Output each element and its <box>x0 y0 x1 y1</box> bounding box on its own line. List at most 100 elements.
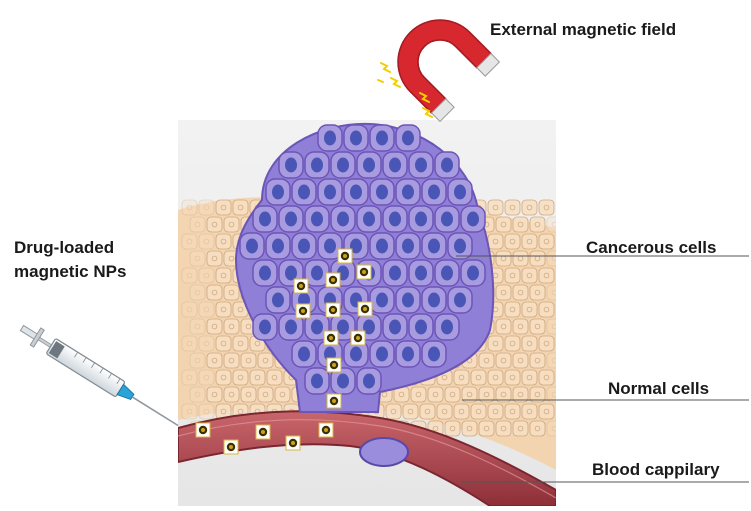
nanoparticle-icon <box>294 279 308 293</box>
normal-cell <box>241 387 256 402</box>
nanoparticle-icon <box>324 331 338 345</box>
cancer-cell <box>344 179 368 205</box>
normal-cell <box>258 353 273 368</box>
cancer-cell <box>370 287 394 313</box>
cancer-cell <box>383 152 407 178</box>
normal-cell <box>471 370 486 385</box>
cancer-cell <box>279 206 303 232</box>
normal-cell <box>190 251 205 266</box>
normal-cell <box>496 251 511 266</box>
normal-cell <box>462 421 477 436</box>
normal-cell <box>513 251 528 266</box>
normal-cell <box>199 234 214 249</box>
normal-cell <box>471 404 486 419</box>
normal-cell <box>207 387 222 402</box>
normal-cell <box>216 336 231 351</box>
normal-cell <box>182 234 197 249</box>
label-drug-loaded-nps: Drug-loaded magnetic NPs <box>14 236 126 284</box>
cancer-cell <box>266 179 290 205</box>
normal-cell <box>182 200 197 215</box>
label-normal-cells: Normal cells <box>608 377 709 401</box>
cancer-cell <box>383 314 407 340</box>
normal-cell <box>182 302 197 317</box>
normal-cell <box>522 200 537 215</box>
normal-cell <box>496 285 511 300</box>
cancer-cell <box>370 125 394 151</box>
normal-cell <box>199 200 214 215</box>
label-drug-line1: Drug-loaded <box>14 236 126 260</box>
nanoparticle-icon <box>224 440 238 454</box>
cancer-cell <box>383 260 407 286</box>
cancer-cell <box>292 341 316 367</box>
normal-cell <box>488 370 503 385</box>
cancer-cell <box>435 314 459 340</box>
normal-cell <box>547 251 562 266</box>
normal-cell <box>411 387 426 402</box>
normal-cell <box>403 404 418 419</box>
cancer-cell <box>305 260 329 286</box>
normal-cell <box>224 387 239 402</box>
normal-cell <box>190 387 205 402</box>
cancer-cell <box>279 152 303 178</box>
normal-cell <box>547 285 562 300</box>
normal-cell <box>488 200 503 215</box>
cancer-cell <box>292 233 316 259</box>
cancer-cell <box>448 233 472 259</box>
cancer-cell <box>318 179 342 205</box>
normal-cell <box>496 353 511 368</box>
normal-cell <box>224 217 239 232</box>
normal-cell <box>488 336 503 351</box>
nanoparticle-icon <box>357 265 371 279</box>
normal-cell <box>207 217 222 232</box>
normal-cell <box>539 268 554 283</box>
normal-cell <box>530 319 545 334</box>
normal-cell <box>539 370 554 385</box>
cancer-cell <box>396 125 420 151</box>
cancer-cell <box>409 206 433 232</box>
horseshoe-magnet-icon <box>381 3 500 122</box>
normal-cell <box>522 370 537 385</box>
normal-cell <box>182 268 197 283</box>
normal-cell <box>530 353 545 368</box>
normal-cell <box>258 387 273 402</box>
cancer-cell <box>461 260 485 286</box>
normal-cell <box>539 234 554 249</box>
normal-cell <box>216 234 231 249</box>
normal-cell <box>267 370 282 385</box>
normal-cell <box>522 302 537 317</box>
normal-cell <box>190 217 205 232</box>
cancer-cell <box>266 287 290 313</box>
normal-cell <box>513 285 528 300</box>
normal-cell <box>199 302 214 317</box>
nanoparticle-icon <box>351 331 365 345</box>
normal-cell <box>207 285 222 300</box>
nanoparticle-icon <box>256 425 270 439</box>
normal-cell <box>479 353 494 368</box>
normal-cell <box>437 404 452 419</box>
normal-cell <box>539 336 554 351</box>
cancer-cell <box>305 152 329 178</box>
cancer-cell <box>253 260 277 286</box>
nanoparticle-icon <box>358 302 372 316</box>
cancer-cell <box>253 314 277 340</box>
cancer-cell <box>396 179 420 205</box>
cancer-cell <box>318 125 342 151</box>
cancer-cell <box>357 152 381 178</box>
normal-cell <box>522 336 537 351</box>
normal-cell <box>216 302 231 317</box>
nanoparticle-icon <box>327 358 341 372</box>
normal-cell <box>539 404 554 419</box>
normal-cell <box>522 404 537 419</box>
cancer-cell <box>409 152 433 178</box>
normal-cell <box>505 336 520 351</box>
nanoparticle-icon <box>338 249 352 263</box>
cancer-cell <box>253 206 277 232</box>
normal-cell <box>190 285 205 300</box>
cancer-cell <box>240 233 264 259</box>
nanoparticle-icon <box>319 423 333 437</box>
label-cancerous-cells: Cancerous cells <box>586 236 716 260</box>
cancer-cell <box>331 206 355 232</box>
normal-cell <box>199 370 214 385</box>
normal-cell <box>224 353 239 368</box>
cancer-cell <box>448 287 472 313</box>
